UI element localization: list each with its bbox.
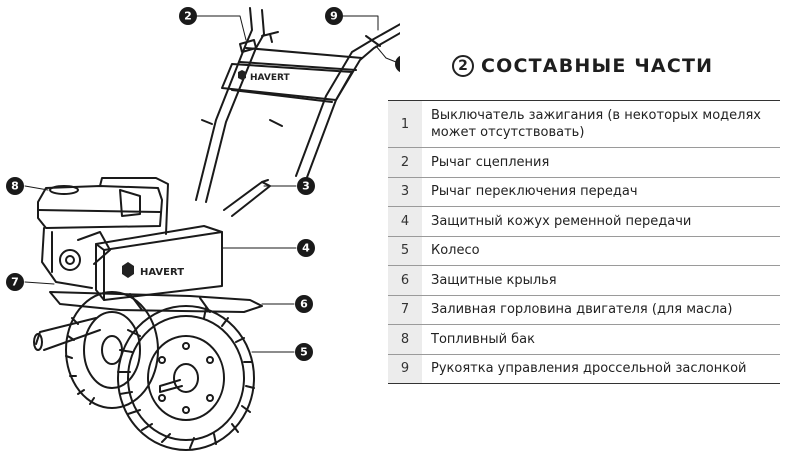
part-name: Рычаг переключения передач	[431, 184, 638, 200]
callout-2: 2	[179, 7, 197, 25]
part-number: 8	[388, 325, 422, 354]
table-row: 6 Защитные крылья	[388, 266, 780, 296]
part-number: 4	[388, 207, 422, 236]
svg-text:2: 2	[184, 10, 192, 23]
cover-logo-text: HAVERT	[140, 267, 184, 278]
fuel-tank-shape	[37, 185, 163, 229]
section-heading: 2 СОСТАВНЫЕ ЧАСТИ	[452, 52, 713, 80]
motoblock-illustration: HAVERT HAVERT 1 2 3 4 5 6 7 8 9	[6, 7, 400, 451]
part-number: 5	[388, 236, 422, 265]
section-number-badge: 2	[452, 55, 474, 77]
table-row: 5 Колесо	[388, 236, 780, 266]
callout-8: 8	[6, 177, 24, 195]
part-name: Топливный бак	[431, 331, 535, 347]
part-number: 2	[388, 148, 422, 177]
table-row: 2 Рычаг сцепления	[388, 148, 780, 178]
svg-text:6: 6	[300, 298, 308, 311]
table-row: 4 Защитный кожух ременной передачи	[388, 207, 780, 237]
table-row: 1 Выключатель зажигания (в некоторых мод…	[388, 101, 780, 148]
part-name: Заливная горловина двигателя (для масла)	[431, 302, 733, 318]
handle-logo-text: HAVERT	[250, 73, 291, 83]
part-number: 3	[388, 177, 422, 206]
front-wheel	[117, 305, 255, 451]
table-row: 7 Заливная горловина двигателя (для масл…	[388, 295, 780, 325]
table-row: 8 Топливный бак	[388, 325, 780, 355]
callout-3: 3	[297, 177, 315, 195]
svg-text:3: 3	[302, 180, 310, 193]
table-row: 3 Рычаг переключения передач	[388, 177, 780, 207]
engine-block	[41, 177, 169, 289]
parts-table: 1 Выключатель зажигания (в некоторых мод…	[388, 100, 780, 384]
callout-5: 5	[295, 343, 313, 361]
section-title: СОСТАВНЫЕ ЧАСТИ	[481, 55, 714, 77]
table-row: 9 Рукоятка управления дроссельной заслон…	[388, 354, 780, 384]
part-name: Защитный кожух ременной передачи	[431, 213, 692, 229]
callout-4: 4	[297, 239, 315, 257]
handle-logo-plate	[221, 63, 353, 101]
svg-text:9: 9	[330, 10, 338, 23]
part-number: 7	[388, 295, 422, 324]
part-number: 9	[388, 354, 422, 383]
part-number: 1	[388, 101, 422, 147]
svg-text:8: 8	[11, 180, 19, 193]
part-name: Выключатель зажигания (в некоторых модел…	[431, 108, 761, 140]
svg-text:4: 4	[302, 242, 310, 255]
fenders-shape	[49, 291, 263, 313]
part-name: Рычаг сцепления	[431, 154, 550, 170]
cover-logo: HAVERT	[122, 262, 184, 278]
callout-6: 6	[295, 295, 313, 313]
svg-text:5: 5	[300, 346, 308, 359]
part-number: 6	[388, 266, 422, 295]
part-name: Рукоятка управления дроссельной заслонко…	[431, 361, 747, 377]
leader-lines	[24, 15, 397, 353]
callout-1: 1	[395, 55, 400, 73]
part-name: Защитные крылья	[431, 272, 557, 288]
callout-9: 9	[325, 7, 343, 25]
gear-lever	[223, 179, 271, 217]
handle-logo: HAVERT	[238, 70, 291, 83]
part-name: Колесо	[431, 243, 480, 259]
belt-cover-shape	[95, 225, 223, 301]
callout-7: 7	[6, 273, 24, 291]
svg-text:7: 7	[11, 276, 19, 289]
handlebars	[195, 7, 400, 203]
